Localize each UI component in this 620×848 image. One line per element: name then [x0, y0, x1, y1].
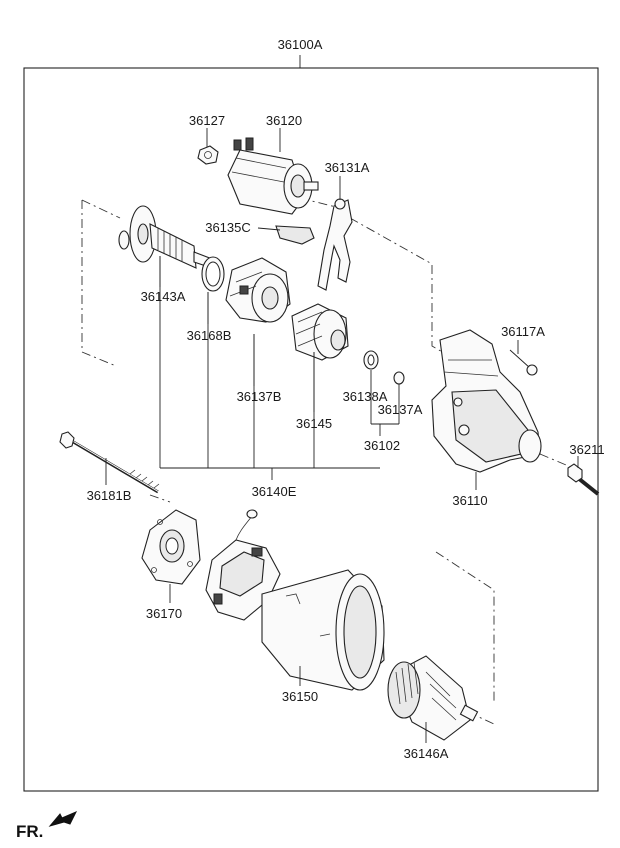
label-36110: 36110	[452, 493, 487, 508]
label-36140E: 36140E	[252, 484, 297, 499]
nut-part	[197, 145, 219, 165]
solenoid-part	[227, 137, 319, 215]
label-36146A: 36146A	[404, 746, 449, 761]
label-36131A: 36131A	[325, 160, 370, 175]
label-36181B: 36181B	[87, 488, 132, 503]
screw-part	[509, 349, 538, 376]
lever-holder-part	[275, 225, 315, 245]
lever-part	[317, 198, 353, 291]
clutch-part	[225, 257, 291, 323]
label-36170: 36170	[146, 606, 182, 621]
leader-lines	[105, 128, 579, 743]
shaft-part	[118, 205, 221, 271]
armature-part	[387, 655, 479, 741]
end-frame-part	[141, 509, 201, 585]
label-36117A: 36117A	[501, 324, 545, 339]
gear-part	[291, 303, 349, 361]
assembly-frame	[23, 67, 599, 792]
housing-part	[431, 329, 542, 473]
label-36168B: 36168B	[187, 328, 232, 343]
label-36137B: 36137B	[237, 389, 282, 404]
ring-part	[201, 256, 225, 292]
label-36143A: 36143A	[141, 289, 186, 304]
front-direction-label: FR.	[16, 822, 43, 841]
label-36127: 36127	[189, 113, 225, 128]
bolt-part	[567, 463, 600, 496]
label-36135C: 36135C	[205, 220, 251, 235]
stopper-part	[363, 350, 379, 370]
label-36150: 36150	[282, 689, 318, 704]
snap-ring-part	[393, 371, 405, 385]
label-36102: 36102	[364, 438, 400, 453]
yoke-part	[261, 569, 385, 691]
stop-ring-bracket	[370, 370, 400, 436]
through-bolt-part	[59, 431, 160, 494]
front-arrow-icon	[48, 811, 78, 827]
label-36145: 36145	[296, 416, 332, 431]
brush-holder-part	[205, 509, 281, 621]
label-36211: 36211	[569, 442, 604, 457]
label-36100A: 36100A	[278, 37, 323, 52]
label-36120: 36120	[266, 113, 302, 128]
label-36137A: 36137A	[378, 402, 423, 417]
label-36138A: 36138A	[343, 389, 388, 404]
